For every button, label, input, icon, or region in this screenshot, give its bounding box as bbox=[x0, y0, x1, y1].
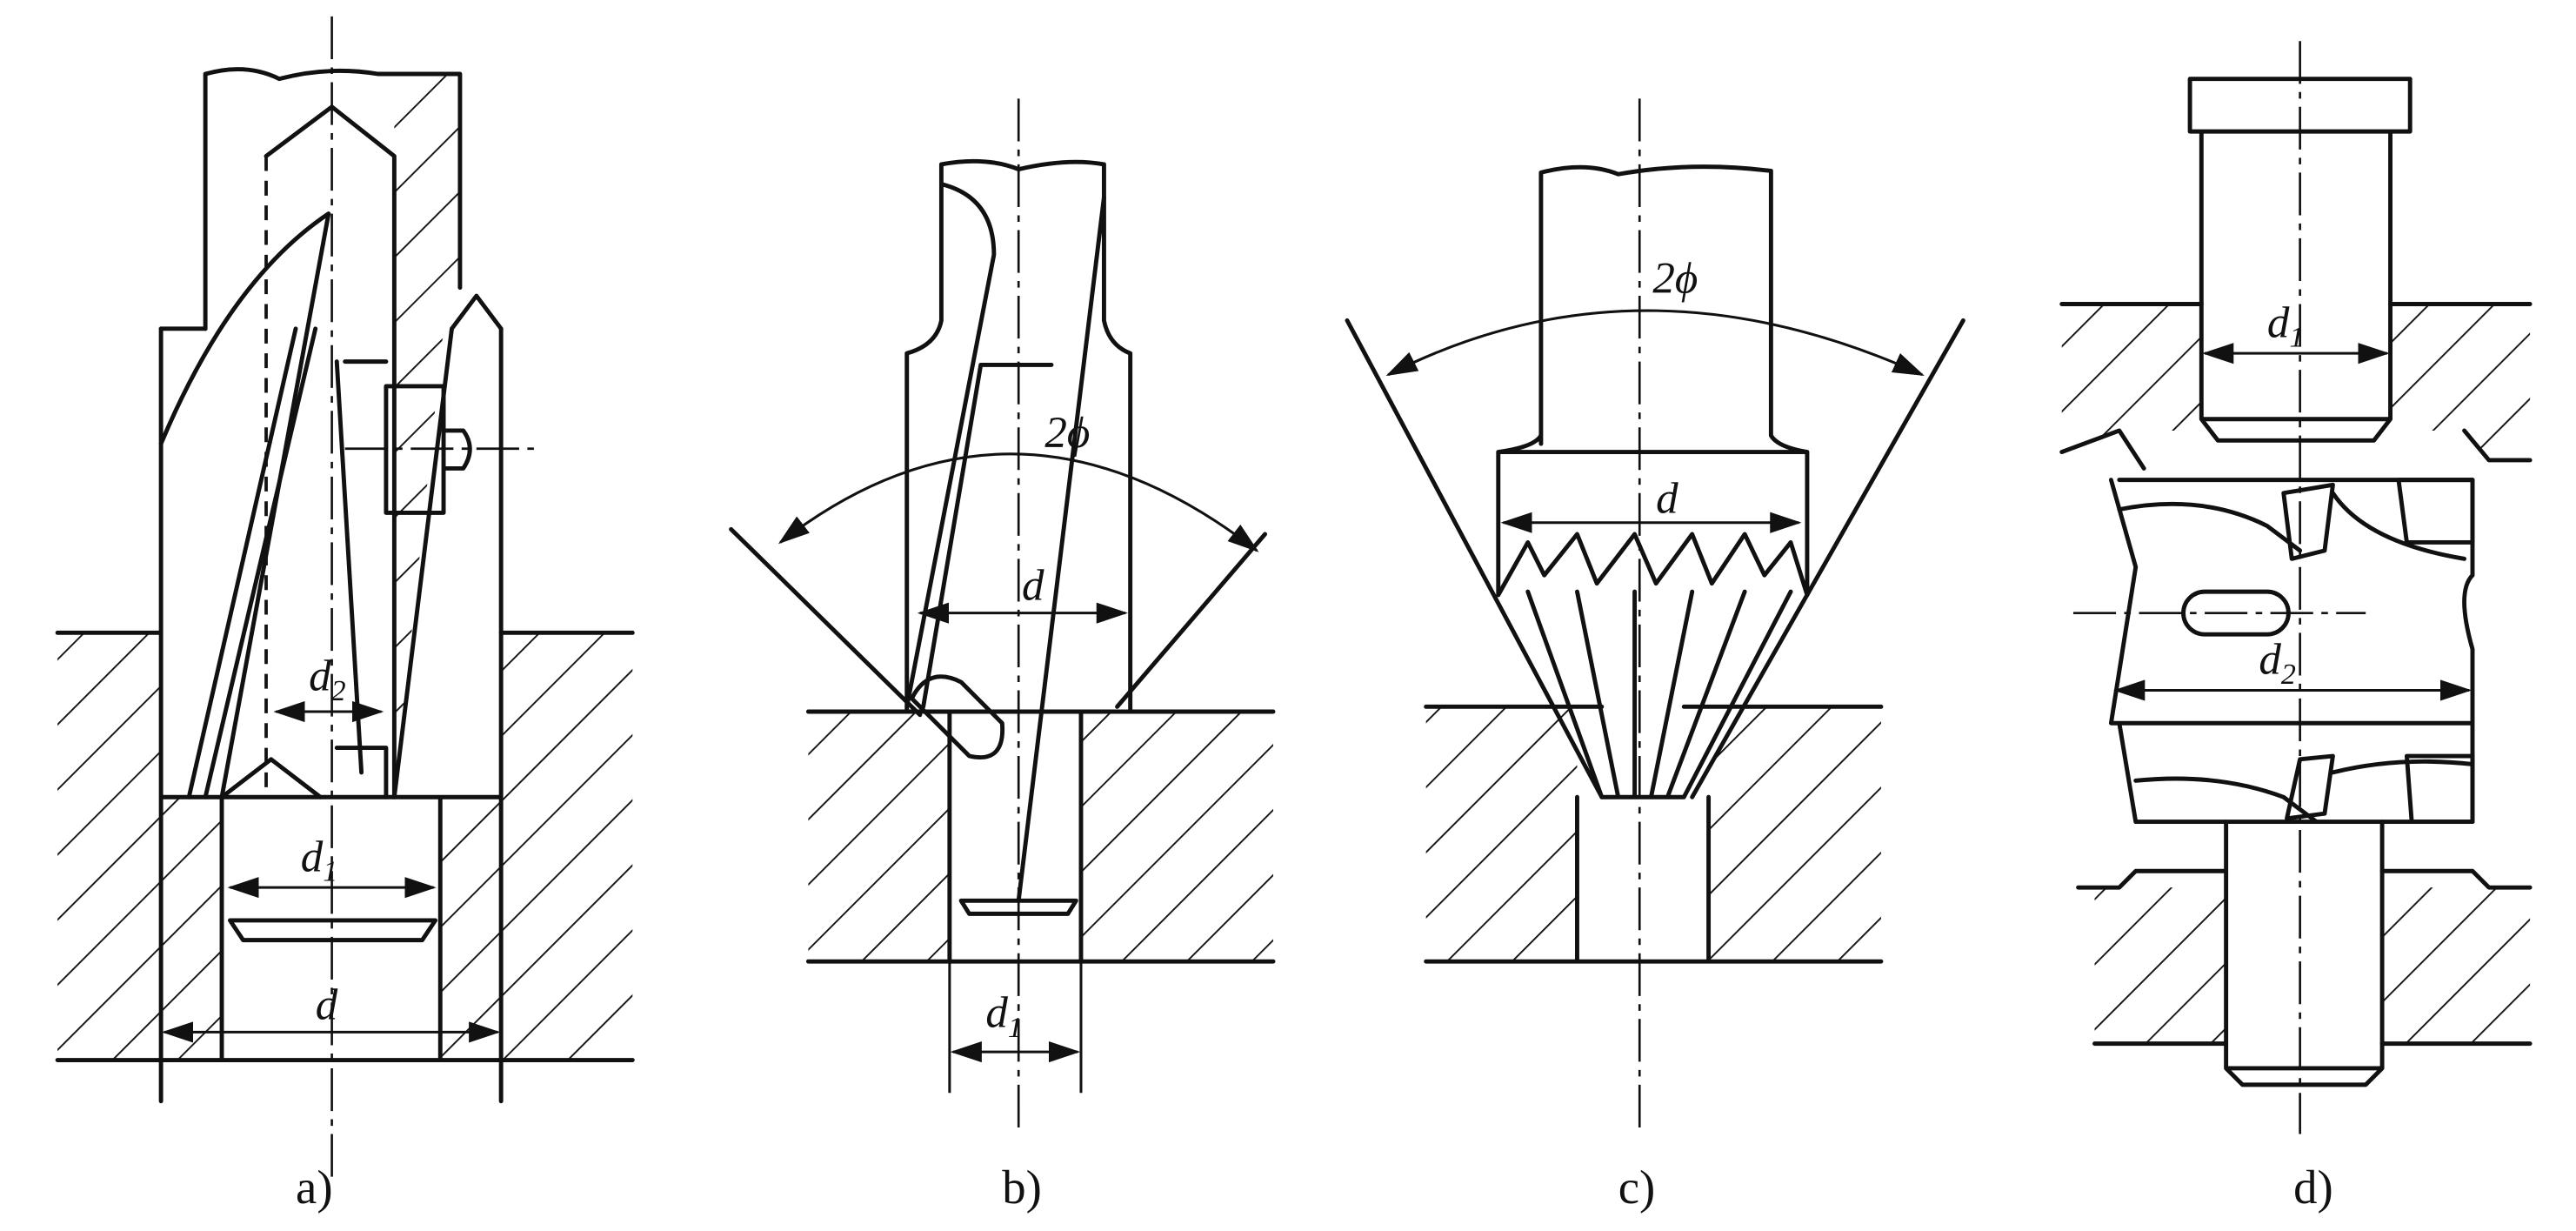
caption-b: b) bbox=[1002, 1161, 1042, 1214]
workpiece-hatch-left bbox=[57, 632, 223, 1060]
caption-d: d) bbox=[2293, 1161, 2333, 1214]
panel-a: d2 d1 d a) bbox=[55, 16, 635, 1214]
label-d1: d1 bbox=[301, 833, 337, 887]
caption-c: c) bbox=[1618, 1161, 1656, 1214]
label-d2: d2 bbox=[2259, 636, 2295, 691]
panel-b: 2ϕ d d1 b) bbox=[729, 98, 1276, 1214]
workpiece-hatch-right bbox=[440, 632, 633, 1060]
label-d: d bbox=[1656, 474, 1678, 523]
label-d1: d1 bbox=[985, 989, 1022, 1044]
label-d2: d2 bbox=[309, 652, 345, 706]
label-2phi: 2ϕ bbox=[1044, 409, 1090, 458]
label-d1: d1 bbox=[2267, 298, 2304, 353]
label-d: d bbox=[316, 980, 338, 1029]
label-2phi: 2ϕ bbox=[1652, 254, 1698, 303]
caption-a: a) bbox=[296, 1161, 333, 1214]
panel-d: d1 d2 d) bbox=[2059, 41, 2533, 1214]
label-d: d bbox=[1022, 562, 1044, 611]
panel-c: 2ϕ d c) bbox=[1345, 98, 1965, 1214]
